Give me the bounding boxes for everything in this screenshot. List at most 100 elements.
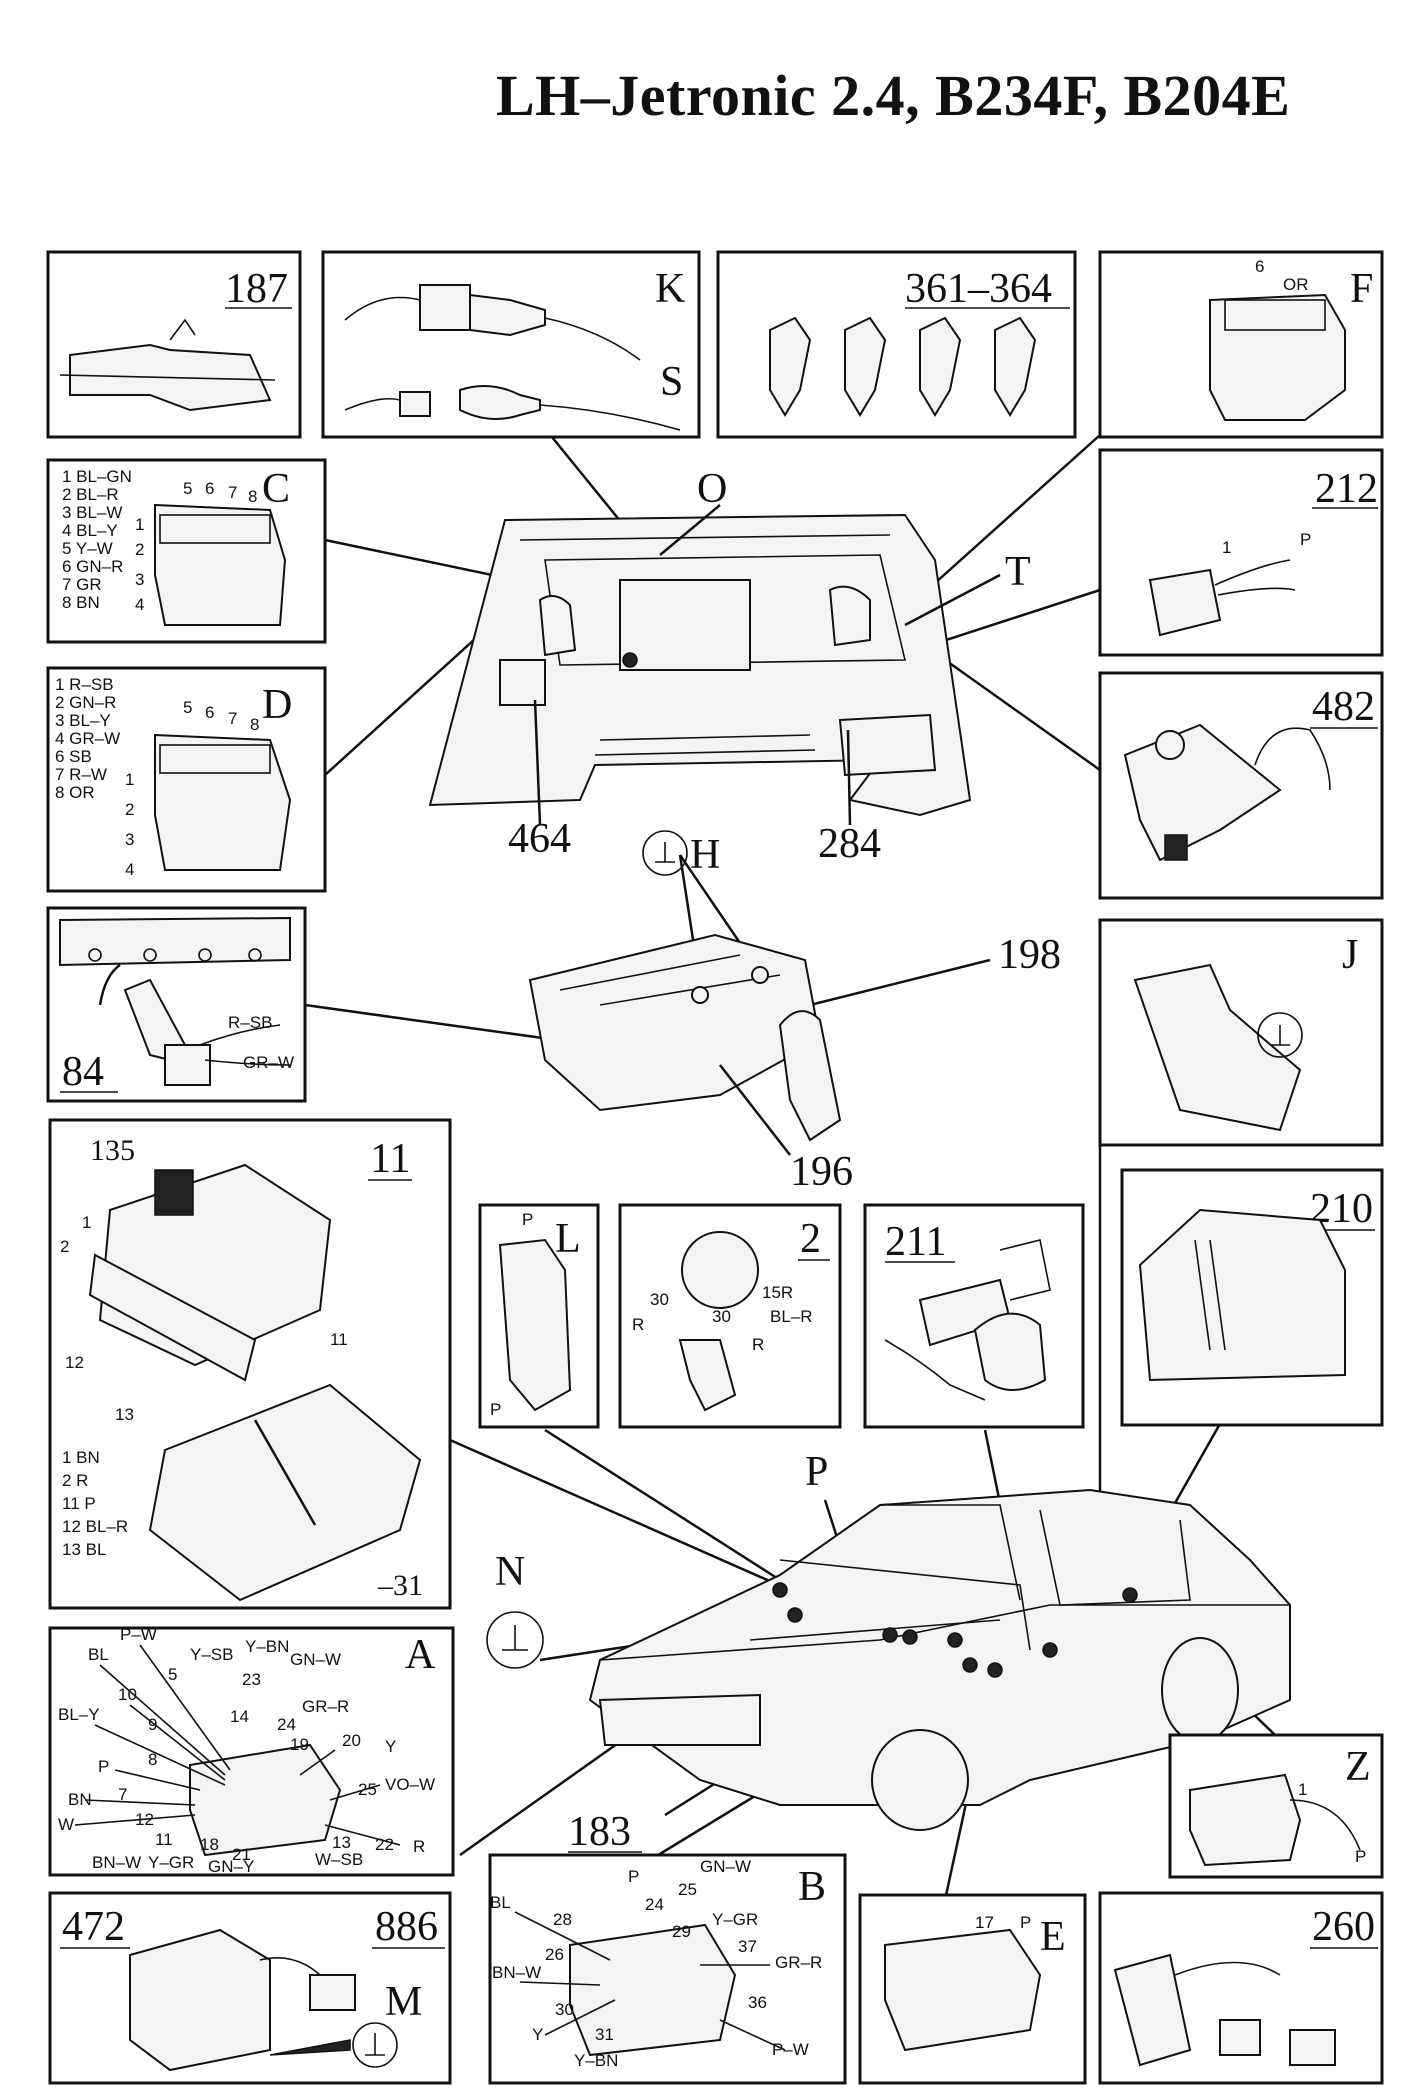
svg-text:P: P: [98, 1757, 109, 1776]
svg-text:5: 5: [168, 1665, 177, 1684]
svg-text:VO–W: VO–W: [385, 1775, 435, 1794]
svg-text:22: 22: [375, 1835, 394, 1854]
svg-text:Y: Y: [385, 1737, 396, 1756]
panel-l: L P P: [478, 1203, 600, 1429]
svg-text:13 BL: 13 BL: [62, 1540, 106, 1559]
label-135: 135: [90, 1134, 135, 1167]
svg-text:P–W: P–W: [120, 1625, 157, 1644]
panel-c: C 1 BL–GN 2 BL–R 3 BL–W 4 BL–Y 5 Y–W 6 G…: [46, 458, 327, 644]
svg-text:18: 18: [200, 1835, 219, 1854]
svg-text:28: 28: [553, 1910, 572, 1929]
svg-text:Y–GR: Y–GR: [148, 1853, 194, 1872]
svg-text:6: 6: [205, 703, 214, 722]
svg-text:11 P: 11 P: [62, 1494, 96, 1513]
label-11: 11: [370, 1136, 410, 1182]
label-b: B: [798, 1864, 826, 1910]
svg-text:7 R–W: 7 R–W: [55, 765, 107, 784]
ground-j-icon: [1133, 963, 1302, 1132]
svg-text:11: 11: [330, 1330, 348, 1349]
pedal-switch-icon: [1113, 1953, 1192, 2067]
panel-11: 11 135 1 2 12 13 11 1 BN 2 R 11 P 12 BL–…: [48, 1118, 452, 1610]
svg-text:P: P: [1355, 1847, 1366, 1866]
svg-text:R: R: [752, 1335, 764, 1354]
svg-text:12: 12: [65, 1353, 84, 1372]
label-t: T: [1005, 549, 1031, 595]
fuse-holder-icon: [148, 1383, 422, 1602]
svg-text:26: 26: [545, 1945, 564, 1964]
svg-text:6 GN–R: 6 GN–R: [62, 557, 123, 576]
svg-text:3 BL–W: 3 BL–W: [62, 503, 122, 522]
svg-text:11: 11: [155, 1830, 173, 1849]
svg-text:6: 6: [205, 479, 214, 498]
svg-text:2 R: 2 R: [62, 1471, 88, 1490]
svg-text:BL–R: BL–R: [770, 1307, 813, 1326]
svg-text:R: R: [413, 1837, 425, 1856]
svg-text:BN–W: BN–W: [492, 1963, 541, 1982]
label-260: 260: [1312, 1904, 1375, 1950]
svg-text:5: 5: [183, 479, 192, 498]
svg-text:R: R: [632, 1315, 644, 1334]
panel-482: 482: [1098, 671, 1384, 900]
svg-text:30: 30: [555, 2000, 574, 2019]
svg-text:2 BL–R: 2 BL–R: [62, 485, 119, 504]
label-211: 211: [885, 1219, 946, 1265]
svg-text:29: 29: [672, 1922, 691, 1941]
svg-text:1: 1: [1298, 1780, 1307, 1799]
svg-text:23: 23: [242, 1670, 261, 1689]
label-c: C: [262, 466, 290, 512]
svg-text:P: P: [1300, 530, 1311, 549]
panel-f: F 6 OR: [1098, 250, 1384, 439]
connector-e-icon: [884, 1928, 1042, 2052]
connector-c-icon: [154, 503, 287, 626]
svg-text:15R: 15R: [762, 1283, 793, 1302]
label-o: O: [697, 466, 727, 512]
panel-210: 210: [1120, 1168, 1384, 1427]
svg-text:1: 1: [1222, 538, 1231, 557]
label-p: P: [805, 1449, 828, 1495]
label-e: E: [1040, 1914, 1066, 1960]
svg-text:2: 2: [60, 1237, 69, 1256]
svg-text:P: P: [522, 1210, 533, 1229]
svg-text:8: 8: [248, 487, 257, 506]
svg-text:3: 3: [135, 570, 144, 589]
svg-text:R–SB: R–SB: [228, 1013, 272, 1032]
fuel-tank-icon: [1138, 1208, 1346, 1382]
injector-icon: [769, 316, 1037, 417]
svg-text:GR–W: GR–W: [243, 1053, 294, 1072]
control-unit-icon: [129, 1928, 271, 2072]
cylinder-head-assembly: H 198 196: [528, 830, 1061, 1195]
svg-text:Y–SB: Y–SB: [190, 1645, 233, 1664]
svg-text:1: 1: [82, 1213, 91, 1232]
svg-text:4: 4: [125, 860, 134, 879]
label-a: A: [405, 1632, 436, 1678]
sensor-s-icon: [399, 391, 431, 417]
connector-212-icon: [1148, 568, 1222, 637]
svg-text:Y–GR: Y–GR: [712, 1910, 758, 1929]
panel-211: 211: [863, 1203, 1085, 1429]
svg-text:8: 8: [250, 715, 259, 734]
panel-k-s: K S: [321, 250, 701, 439]
sensor-k-icon: [419, 284, 471, 331]
svg-text:OR: OR: [1283, 275, 1309, 294]
label-f: F: [1350, 266, 1373, 312]
connector-l-icon: [498, 1238, 572, 1412]
label-482: 482: [1312, 684, 1375, 730]
front-wheel-icon: [871, 1729, 969, 1831]
label-s: S: [660, 359, 683, 405]
svg-text:36: 36: [748, 1993, 767, 2012]
svg-text:7: 7: [118, 1785, 127, 1804]
connector-b-icon: [569, 1923, 737, 2057]
svg-text:25: 25: [678, 1880, 697, 1899]
svg-text:2: 2: [125, 800, 134, 819]
svg-text:5: 5: [183, 698, 192, 717]
relay-135-icon: [154, 1169, 194, 1216]
label-361-364: 361–364: [905, 266, 1052, 312]
svg-text:31: 31: [595, 2025, 614, 2044]
panel-187: 187: [46, 250, 302, 439]
label-minus-31: –31: [377, 1569, 423, 1602]
svg-text:P: P: [1020, 1913, 1031, 1932]
svg-text:6: 6: [1255, 257, 1264, 276]
svg-text:GR–R: GR–R: [302, 1697, 349, 1716]
panel-260: 260: [1098, 1891, 1384, 2085]
svg-text:BN–W: BN–W: [92, 1853, 141, 1872]
